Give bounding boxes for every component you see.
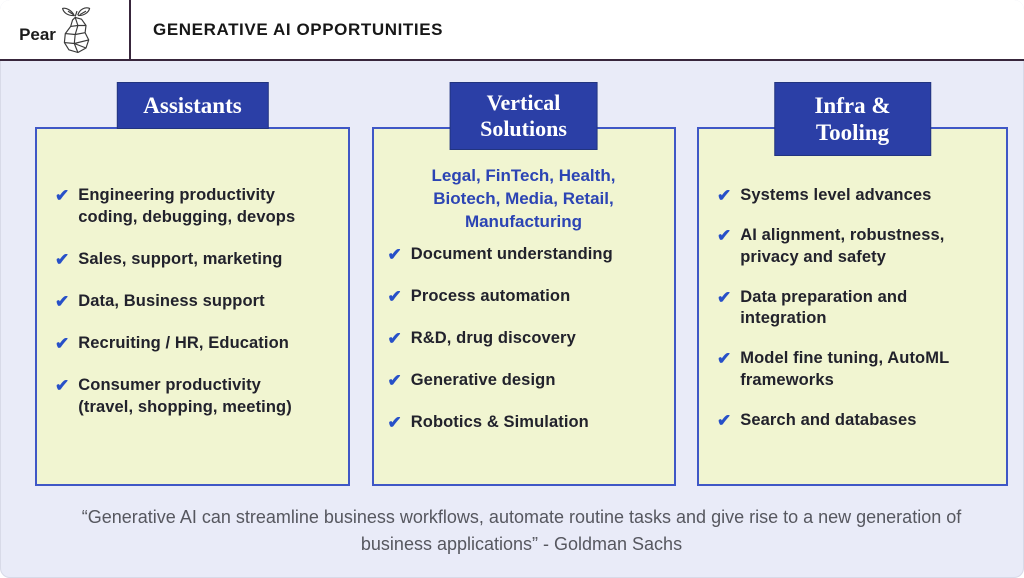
list-item-text: Search and databases [740, 410, 917, 429]
columns: Assistants ✔ Engineering productivity co… [35, 83, 1008, 486]
list-item: ✔ Process automation [388, 286, 660, 308]
list-item: ✔ R&D, drug discovery [388, 328, 660, 350]
list-item: ✔ AI alignment, robustness, privacy and … [717, 225, 992, 269]
list-item-text: Data, Business support [78, 291, 265, 310]
list-item: ✔ Sales, support, marketing [55, 249, 334, 271]
list-item: ✔ Recruiting / HR, Education [55, 333, 334, 355]
list-item-text: Process automation [410, 286, 571, 305]
check-icon: ✔ [387, 286, 402, 306]
logo-text: Pear [19, 24, 56, 44]
list-item-text: Generative design [410, 371, 556, 390]
list-item-text: Recruiting / HR, Education [78, 333, 289, 352]
list-item-text: Robotics & Simulation [410, 413, 589, 432]
page-title: GENERATIVE AI OPPORTUNITIES [153, 19, 444, 39]
list-item: ✔ Consumer productivity (travel, shoppin… [55, 375, 334, 419]
check-icon: ✔ [717, 226, 732, 246]
check-icon: ✔ [55, 333, 70, 353]
column-assistants-card: ✔ Engineering productivity coding, debug… [35, 127, 350, 486]
check-icon: ✔ [717, 287, 732, 307]
column-infra-tooling-title: Infra & Tooling [774, 83, 931, 156]
list-item-text: Consumer productivity (travel, shopping,… [78, 375, 292, 416]
list-item: ✔ Document understanding [388, 244, 660, 266]
column-vertical-solutions-title: Vertical Solutions [450, 83, 597, 149]
list-item: ✔ Systems level advances [717, 185, 992, 207]
list-item: ✔ Generative design [388, 370, 660, 392]
pear-logo-icon [61, 6, 91, 53]
title-bar: GENERATIVE AI OPPORTUNITIES [131, 0, 1024, 59]
check-icon: ✔ [387, 329, 402, 348]
list-item-text: Engineering productivity coding, debuggi… [78, 186, 296, 226]
check-icon: ✔ [387, 371, 402, 391]
check-icon: ✔ [55, 186, 70, 205]
column-vertical-solutions: Vertical Solutions Legal, FinTech, Healt… [371, 83, 676, 486]
check-icon: ✔ [55, 249, 70, 269]
quote-text: “Generative AI can streamline business w… [81, 507, 962, 554]
list-item: ✔ Engineering productivity coding, debug… [55, 185, 334, 229]
industries-list: Legal, FinTech, Health, Biotech, Media, … [431, 166, 616, 231]
list-item-text: Sales, support, marketing [78, 249, 283, 268]
column-infra-tooling-card: ✔ Systems level advances ✔ AI alignment,… [697, 127, 1008, 486]
logo: Pear [0, 0, 131, 59]
check-icon: ✔ [717, 186, 732, 205]
top-bar: Pear GENERATIVE AI OPPORTUNITIES [0, 0, 1024, 61]
column-assistants: Assistants ✔ Engineering productivity co… [35, 83, 350, 486]
column-infra-tooling: Infra & Tooling ✔ Systems level advances… [697, 83, 1008, 486]
check-icon: ✔ [55, 291, 70, 311]
list-item: ✔ Model fine tuning, AutoML frameworks [717, 348, 992, 392]
list-item: ✔ Data preparation and integration [717, 287, 992, 331]
list-item: ✔ Data, Business support [55, 291, 334, 313]
list-item-text: AI alignment, robustness, privacy and sa… [740, 226, 945, 266]
column-vertical-solutions-card: Legal, FinTech, Health, Biotech, Media, … [371, 127, 676, 486]
check-icon: ✔ [387, 244, 402, 264]
check-icon: ✔ [717, 410, 732, 430]
list-item: ✔ Robotics & Simulation [388, 412, 660, 434]
check-icon: ✔ [717, 349, 732, 369]
list-item-text: Document understanding [410, 244, 613, 263]
list-item: ✔ Search and databases [717, 410, 992, 432]
check-icon: ✔ [387, 413, 402, 433]
main-content: Assistants ✔ Engineering productivity co… [0, 61, 1024, 558]
list-item-text: Data preparation and integration [740, 287, 908, 328]
check-icon: ✔ [55, 375, 70, 395]
list-item-text: R&D, drug discovery [410, 329, 576, 347]
list-item-text: Systems level advances [740, 186, 932, 204]
column-assistants-title: Assistants [117, 83, 268, 129]
list-item-text: Model fine tuning, AutoML frameworks [740, 349, 950, 389]
